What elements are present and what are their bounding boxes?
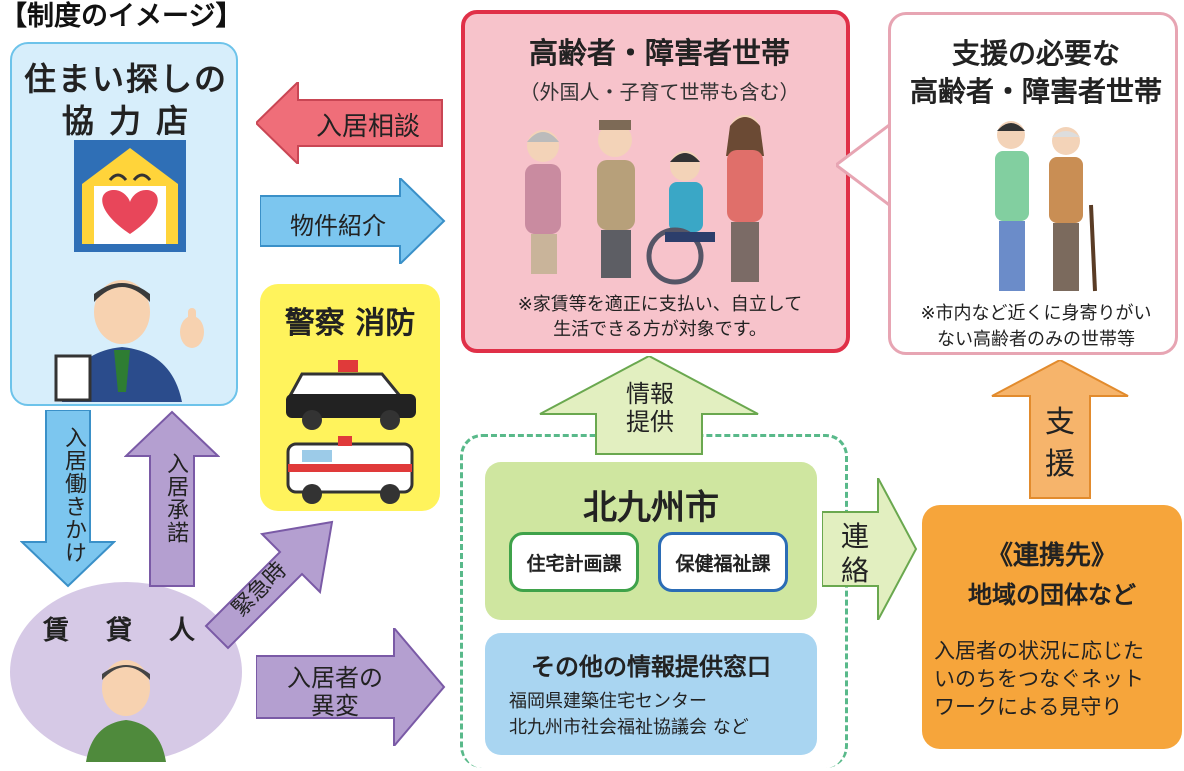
elderly-disabled-household-box: 高齢者・障害者世帯 （外国人・子育て世帯も含む） ※家賃等を適正に支払い、自立し… [461,10,850,353]
landlord-person-icon [86,660,166,762]
resident-change-arrow [256,628,446,746]
info-provide-arrow [539,356,759,455]
support-note-line1: ※市内など近くに身寄りがい [920,303,1152,324]
contact-arrow [822,478,918,620]
support-note-line2: ない高齢者のみの世帯等 [937,329,1135,350]
bubble-tail [836,120,896,210]
diagram-heading: 【制度のイメージ】 [0,1,243,32]
accept-arrow [124,410,220,587]
contact-label: 連 絡 [830,520,880,588]
support-needed-household-box: 支援の必要な 高齢者・障害者世帯 ※市内など近くに身寄りがい ない高齢者のみの世… [888,12,1178,355]
city-title: 北九州市 [583,488,719,528]
support-arrow [991,360,1129,499]
work-on-label: 入居働きかけ [61,426,86,564]
work-on-arrow [20,410,116,588]
resident-change-label-line1: 入居者の [287,664,383,692]
shop-title-line2: 協 力 店 [61,102,191,140]
other-window-line1: 福岡県建築住宅センター [509,691,707,712]
consult-label: 入居相談 [315,112,420,142]
household-note-line2: 生活できる方が対象です。 [553,319,767,340]
partner-note-line2: いのちをつなぐネット [934,667,1144,691]
partner-organizations-box: 《連携先》 地域の団体など 入居者の状況に応じた いのちをつなぐネット ワークに… [922,505,1182,749]
house-heart-logo-icon [74,140,186,252]
info-provide-label-line2: 提供 [626,408,674,436]
partner-subtitle: 地域の団体など [968,581,1136,609]
support-title-line1: 支援の必要な [951,37,1120,70]
contact-label-line2: 絡 [840,554,869,587]
household-note-line1: ※家賃等を適正に支払い、自立して [517,294,803,315]
health-welfare-dept: 保健福祉課 [658,532,788,592]
resident-change-label: 入居者の 異変 [270,664,400,720]
support-label-line1: 支 [1045,405,1075,440]
housing-planning-dept: 住宅計画課 [509,532,639,592]
accept-label: 入居承諾 [163,452,188,544]
info-provide-label: 情報 提供 [600,380,700,436]
info-provide-label-line1: 情報 [626,380,674,408]
introduce-label: 物件紹介 [290,212,386,240]
partner-title: 《連携先》 [986,541,1117,571]
partner-note: 入居者の状況に応じた いのちをつなぐネット ワークによる見守り [934,637,1174,721]
other-window-title: その他の情報提供窓口 [531,653,771,681]
kitakyushu-city-box: 北九州市 住宅計画課 保健福祉課 [485,462,817,620]
household-title: 高齢者・障害者世帯 [528,36,790,70]
support-people-illustration-icon [995,121,1097,292]
cooperating-shop-box: 住まい探しの 協 力 店 [10,42,238,406]
shop-title: 住まい探しの 協 力 店 [12,58,240,142]
resident-change-label-line2: 異変 [311,692,359,720]
household-note: ※家賃等を適正に支払い、自立して 生活できる方が対象です。 [485,292,835,342]
shop-title-line1: 住まい探しの [23,60,228,98]
support-label: 支 援 [1030,402,1090,486]
police-fire-box: 警察 消防 [260,284,440,511]
partner-note-line3: ワークによる見守り [934,695,1123,719]
emergency-arrow [204,520,334,650]
support-note: ※市内など近くに身寄りがい ない高齢者のみの世帯等 [899,301,1173,353]
police-car-ambulance-icon [286,360,416,504]
shop-staff-illustration-icon [54,280,204,402]
partner-note-line1: 入居者の状況に応じた [934,639,1144,663]
landlord-ellipse: 賃 貸 人 [10,582,242,762]
police-fire-title: 警察 消防 [284,306,416,341]
household-subtitle: （外国人・子育て世帯も含む） [519,80,800,104]
household-people-illustration-icon [525,115,764,285]
other-info-window-box: その他の情報提供窓口 福岡県建築住宅センター 北九州市社会福祉協議会 など [485,633,817,755]
consult-arrow [256,82,443,164]
introduce-arrow [260,178,446,264]
other-window-line2: 北九州市社会福祉協議会 など [509,717,749,738]
support-title-line2: 高齢者・障害者世帯 [909,75,1162,108]
support-title: 支援の必要な 高齢者・障害者世帯 [891,35,1181,111]
support-label-line2: 援 [1045,447,1075,482]
landlord-title: 賃 貸 人 [42,616,210,646]
contact-label-line1: 連 [840,520,869,553]
